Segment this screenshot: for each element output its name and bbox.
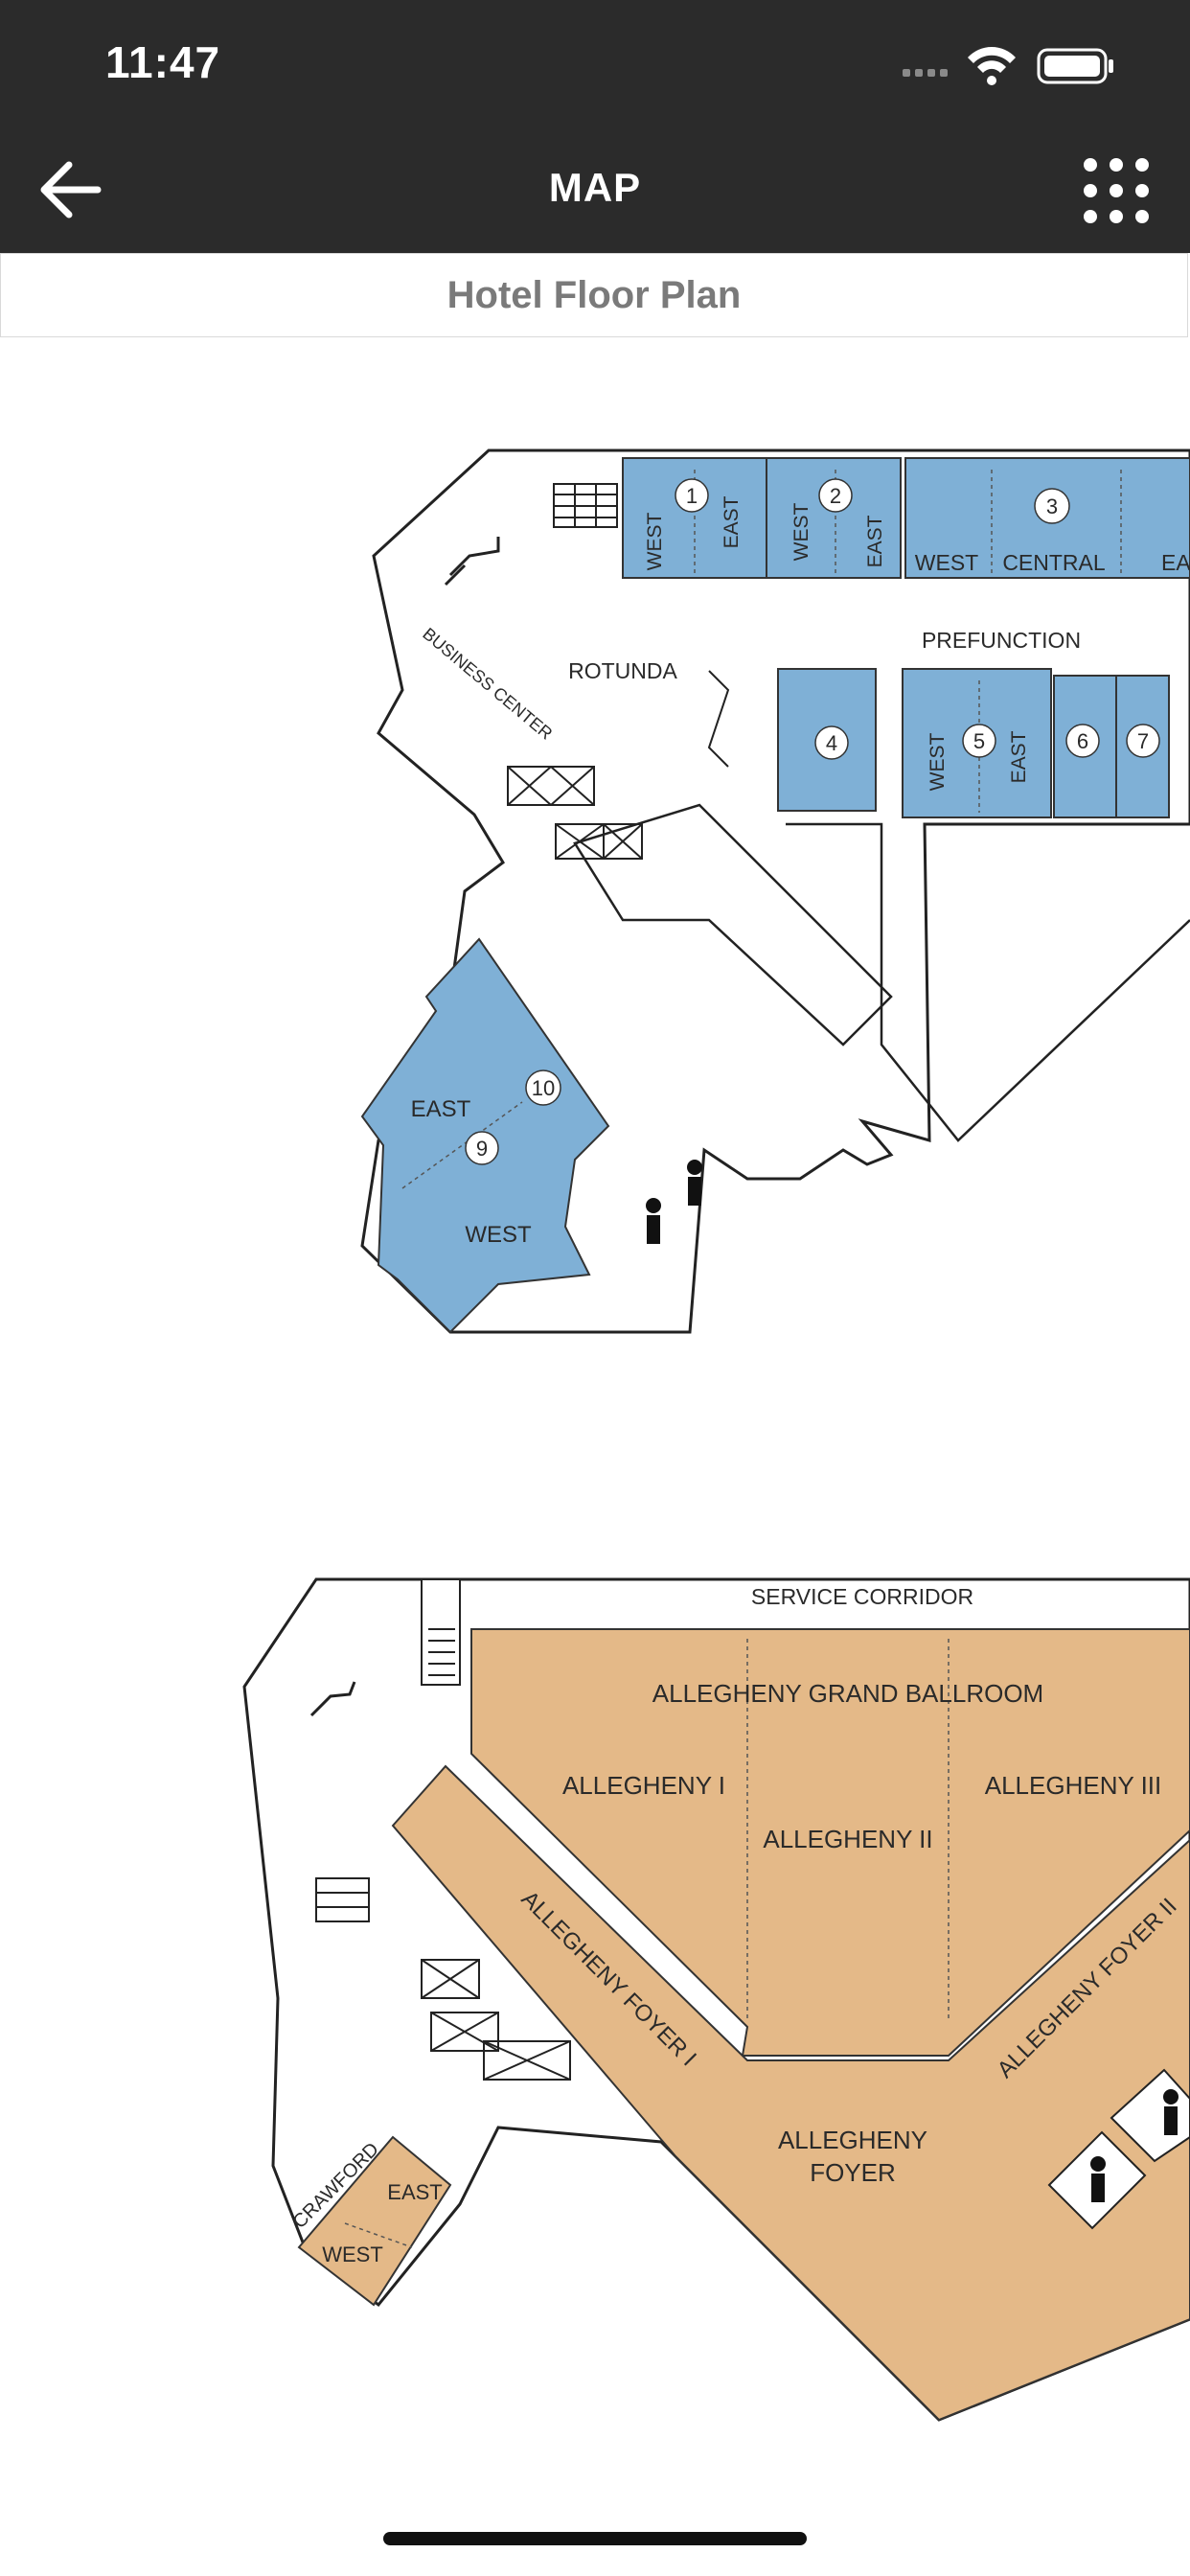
allegheny-foyer-label-line2: FOYER: [810, 2158, 896, 2187]
lower-restroom-icons: [1047, 2068, 1190, 2230]
page-title: MAP: [548, 165, 642, 210]
lower-elevator-icons: [315, 1877, 571, 2081]
room-3-number: 3: [1046, 494, 1058, 518]
room-5-west-label: WEST: [927, 733, 949, 792]
escalator-icon: [444, 537, 500, 586]
crawford-west-label: WEST: [322, 2242, 383, 2266]
room-10-number: 10: [532, 1076, 555, 1100]
allegheny-foyer-label-line1: ALLEGHENY: [778, 2126, 927, 2154]
room-2-number: 2: [830, 484, 841, 508]
cellular-signal-icon: [903, 69, 948, 77]
lower-floor-plan: SERVICE CORRIDOR ALLEGHENY GRAND BALLROO…: [242, 1577, 1190, 2422]
room-5-east-label: EAST: [1008, 730, 1030, 783]
room-9-west-label: WEST: [465, 1222, 532, 1248]
room-3-west-label: WEST: [915, 550, 978, 575]
service-corridor-label: SERVICE CORRIDOR: [751, 1584, 973, 1609]
upper-floor-plan: WEST 1 EAST WEST 2 EAST 3 WEST CENTRAL E…: [360, 448, 1190, 1334]
lower-escalator-icon: [309, 1681, 356, 1717]
room-1-west-label: WEST: [644, 513, 666, 571]
status-icons: [903, 47, 1113, 85]
allegheny-3-label: ALLEGHENY III: [985, 1771, 1162, 1800]
crawford-room: [297, 2135, 452, 2307]
back-button[interactable]: [34, 151, 111, 228]
elevator-icons: [507, 766, 643, 860]
room-9-east-label: EAST: [411, 1096, 471, 1122]
room-9-number: 9: [476, 1137, 488, 1161]
rotunda-label: ROTUNDA: [568, 658, 677, 683]
allegheny-2-label: ALLEGHENY II: [763, 1825, 932, 1853]
room-2-east-label: EAST: [864, 515, 886, 567]
top-bar: 11:47 MAP: [0, 0, 1190, 253]
grand-ballroom-label: ALLEGHENY GRAND BALLROOM: [652, 1679, 1043, 1708]
room-5-number: 5: [973, 729, 985, 753]
room-7-number: 7: [1137, 729, 1149, 753]
room-1-number: 1: [686, 484, 698, 508]
room-2-west-label: WEST: [790, 503, 812, 562]
status-time: 11:47: [105, 37, 221, 87]
home-indicator[interactable]: [383, 2532, 807, 2545]
crawford-east-label: EAST: [387, 2180, 442, 2204]
allegheny-grand-ballroom: [470, 1628, 1190, 2057]
floor-plan-map[interactable]: WEST 1 EAST WEST 2 EAST 3 WEST CENTRAL E…: [0, 337, 1190, 2522]
wifi-icon: [968, 47, 1016, 85]
room-2: [766, 457, 902, 579]
floor-plan-header: Hotel Floor Plan: [0, 253, 1188, 337]
allegheny-foyer: [391, 1764, 1190, 2422]
stairs-icon: [553, 483, 618, 528]
room-4-number: 4: [826, 731, 837, 755]
menu-grid-button[interactable]: [1081, 155, 1152, 226]
room-6-number: 6: [1077, 729, 1088, 753]
upper-corridor-outline: [573, 803, 893, 1046]
room-3-central-label: CENTRAL: [1002, 550, 1106, 575]
ballroom-rooms-tan: [297, 1628, 1190, 2422]
lower-stairs-icon: [428, 1628, 455, 1676]
battery-icon: [1037, 48, 1113, 84]
restroom-icons: [646, 1160, 702, 1244]
arrow-left-icon: [40, 161, 102, 218]
floor-plan-svg: WEST 1 EAST WEST 2 EAST 3 WEST CENTRAL E…: [242, 448, 1190, 2422]
prefunction-label: PREFUNCTION: [922, 628, 1081, 653]
room-1-east-label: EAST: [721, 495, 743, 548]
grid-menu-icon: [1084, 158, 1149, 223]
room-3-east-label: EAS: [1161, 550, 1190, 575]
allegheny-1-label: ALLEGHENY I: [562, 1771, 725, 1800]
floor-plan-title: Hotel Floor Plan: [446, 273, 742, 316]
